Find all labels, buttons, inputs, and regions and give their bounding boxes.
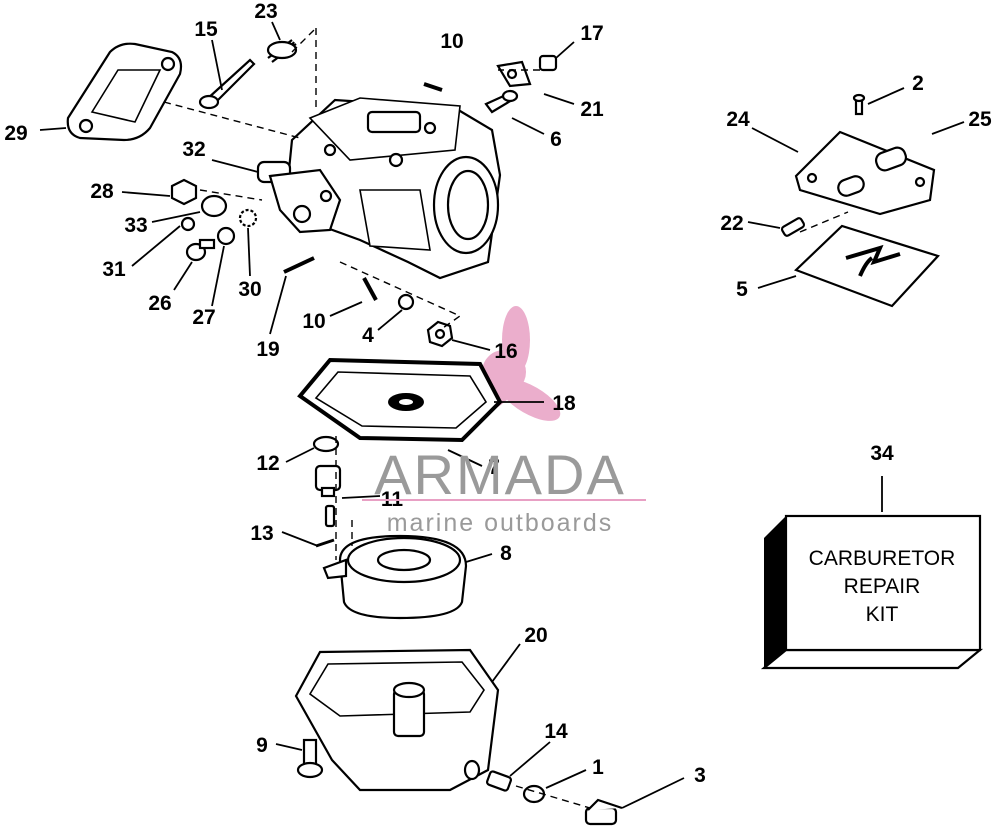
label-30: 30 [238,278,261,301]
part-14-jet [486,770,512,792]
callout-labels: 1 2 3 4 5 6 7 8 9 10 10 11 12 13 14 15 1… [4,0,992,787]
label-8: 8 [500,542,512,565]
label-23: 23 [254,0,277,23]
label-26: 26 [148,292,171,315]
label-27: 27 [192,306,215,329]
label-17: 17 [580,22,603,45]
watermark-tagline: marine outboards [387,509,614,537]
part-19-pin [283,256,315,274]
label-31: 31 [102,258,126,281]
kit-box-line3: KIT [866,603,899,626]
label-1: 1 [592,756,604,779]
part-10-pin-lower [362,277,378,301]
label-28: 28 [90,180,114,203]
label-32: 32 [182,138,205,161]
label-5: 5 [736,278,748,301]
label-34: 34 [870,442,894,465]
label-7: 7 [488,456,500,479]
part-34-kit-box [760,514,984,670]
assembly-dashed-lines [163,27,849,809]
label-18: 18 [552,392,576,415]
part-22-screw [780,217,806,237]
label-15: 15 [194,18,218,41]
label-3: 3 [694,764,706,787]
carburetor-body [286,97,502,280]
label-16: 16 [494,340,517,363]
kit-box-line2: REPAIR [844,575,921,598]
label-10b: 10 [302,310,325,333]
part-8-float [322,534,468,620]
part-13-pin [315,538,335,548]
label-2: 2 [912,72,924,95]
part-7-needle-seat [314,464,342,498]
part-12-oring [312,435,340,453]
part-28-nut [170,178,198,206]
part-16-nut [426,320,454,348]
label-12: 12 [256,452,279,475]
part-4-ball [397,293,415,311]
label-14: 14 [544,720,568,743]
part-31-washer [180,216,196,232]
label-24: 24 [726,108,750,131]
label-10a: 10 [440,30,463,53]
part-6-screw [484,89,519,114]
kit-box-line1: CARBURETOR [809,547,956,570]
part-30-lockwasher [238,208,258,228]
part-26-screw [185,238,216,262]
part-33-fitting [200,194,228,218]
label-20: 20 [524,624,547,647]
part-10-pin-top [423,82,443,92]
label-21: 21 [580,98,604,121]
part-27-washer [216,226,236,246]
label-9: 9 [256,734,268,757]
part-3-drain-screw [584,798,623,826]
part-9-screw [296,738,324,779]
label-13: 13 [250,522,273,545]
part-5-gasket [793,224,940,308]
part-11-needle [324,504,336,528]
part-18-gasket [297,357,503,443]
part-21-bracket [496,60,532,88]
part-29-gasket [66,42,183,142]
part-20-float-bowl [294,648,500,792]
label-6: 6 [550,128,562,151]
watermark-brand: ARMADA [374,443,626,506]
part-24-cover [794,130,936,216]
part-32-throttle-lever [256,160,342,234]
part-15-screw [198,58,256,110]
part-23-spring [266,39,298,63]
part-2-screw [852,93,866,116]
label-29: 29 [4,122,27,145]
leader-lines [39,21,965,809]
part-17-nut [538,54,558,72]
label-22: 22 [720,212,743,235]
label-25: 25 [968,108,992,131]
label-33: 33 [124,214,147,237]
label-19: 19 [256,338,279,361]
label-4: 4 [362,324,374,347]
